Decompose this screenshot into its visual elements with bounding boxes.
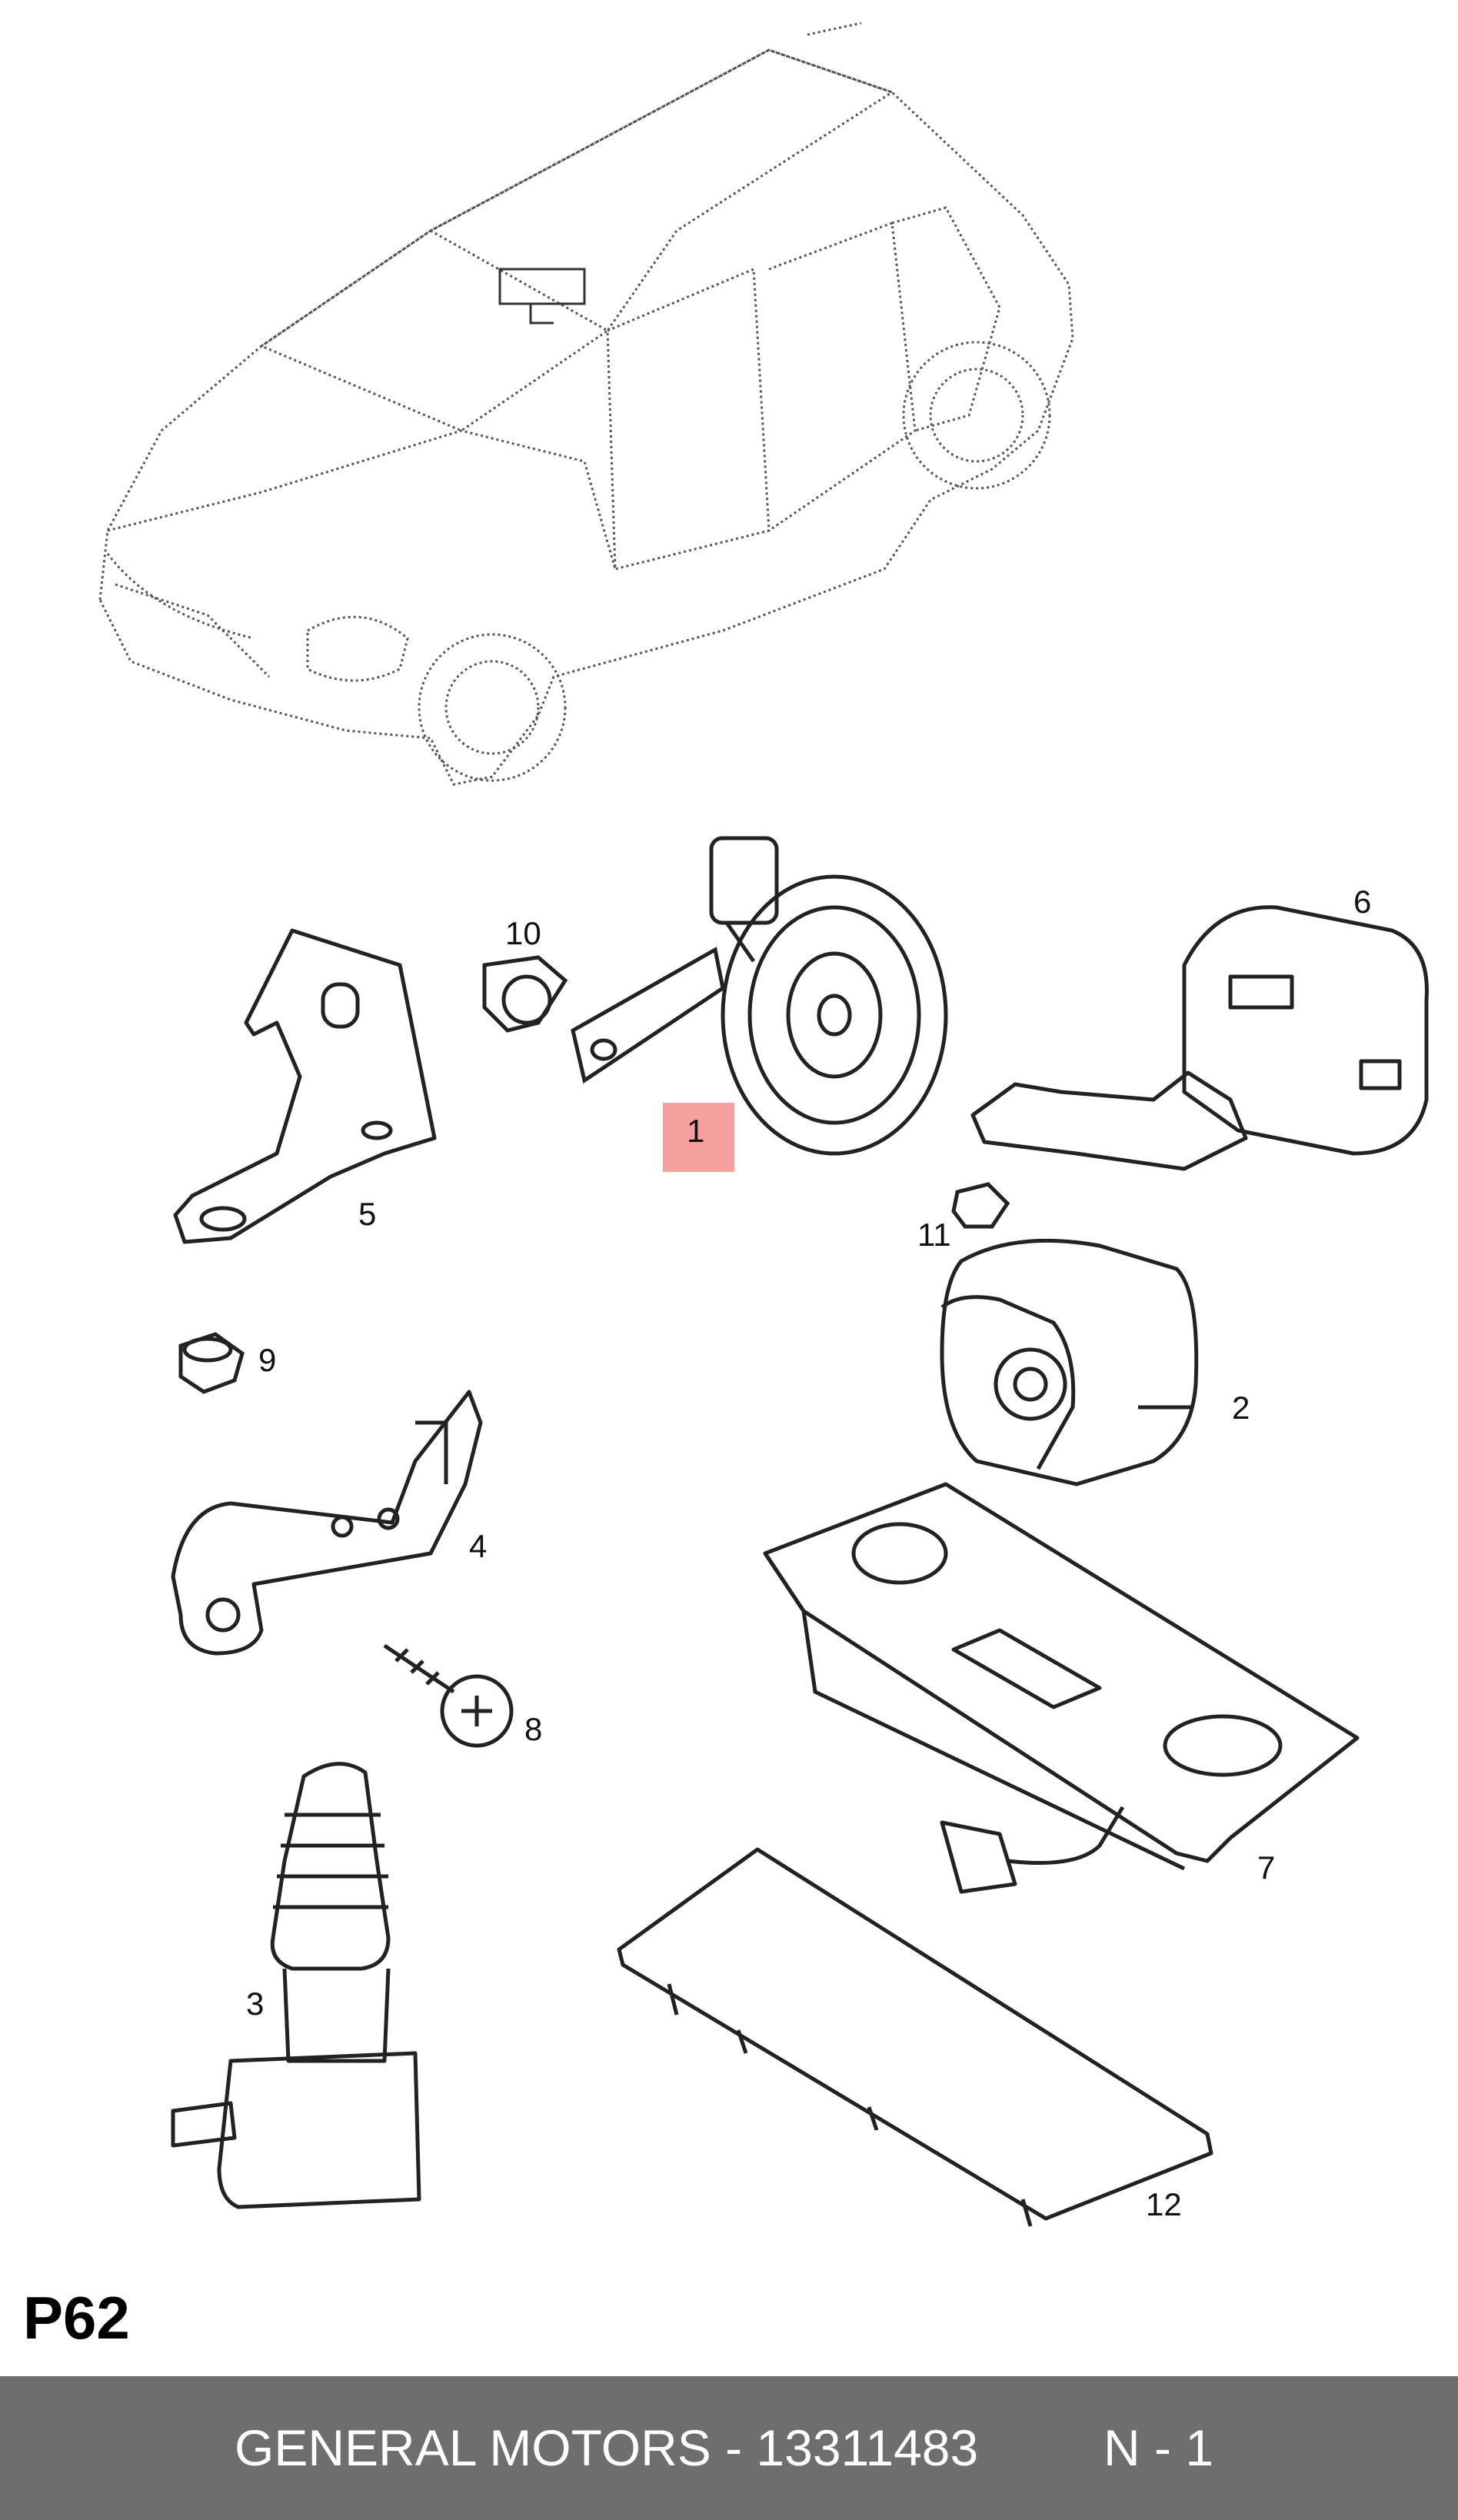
part-7-module bbox=[763, 1482, 1360, 1894]
callout-1: 1 bbox=[687, 1113, 705, 1149]
callout-6: 6 bbox=[1353, 884, 1372, 920]
callout-10: 10 bbox=[505, 915, 541, 951]
part-12-panel bbox=[617, 1847, 1213, 2227]
part-1-highlight bbox=[663, 1103, 734, 1172]
callout-2: 2 bbox=[1232, 1390, 1250, 1426]
part-8-screw bbox=[383, 1643, 514, 1748]
page-code-label: P62 bbox=[23, 2284, 130, 2352]
callout-9: 9 bbox=[258, 1342, 277, 1378]
callout-5: 5 bbox=[358, 1196, 377, 1232]
roof-module-icon bbox=[498, 268, 586, 325]
footer-part-number: GENERAL MOTORS - 13311483 bbox=[235, 2419, 979, 2476]
callout-11: 11 bbox=[917, 1217, 951, 1253]
footer-quantity: N - 1 bbox=[1103, 2419, 1214, 2476]
callout-4: 4 bbox=[469, 1528, 488, 1564]
part-9-nut bbox=[178, 1332, 245, 1394]
footer-bar bbox=[0, 2376, 1458, 2520]
car-outline bbox=[98, 22, 1074, 786]
part-2-siren bbox=[940, 1238, 1199, 1486]
callout-7: 7 bbox=[1257, 1849, 1276, 1886]
callout-8: 8 bbox=[524, 1711, 543, 1747]
part-10-nut bbox=[482, 955, 568, 1033]
callout-3: 3 bbox=[246, 1986, 265, 2022]
part-3-switch bbox=[171, 1762, 421, 2209]
part-5-bracket bbox=[173, 928, 437, 1244]
part-4-bracket bbox=[171, 1390, 483, 1656]
exploded-parts-diagram bbox=[98, 22, 1429, 2227]
part-11-nut bbox=[951, 1182, 1010, 1229]
part-1-horn bbox=[571, 836, 948, 1156]
callout-12: 12 bbox=[1146, 2186, 1182, 2222]
part-6-siren-bracket bbox=[970, 905, 1429, 1171]
